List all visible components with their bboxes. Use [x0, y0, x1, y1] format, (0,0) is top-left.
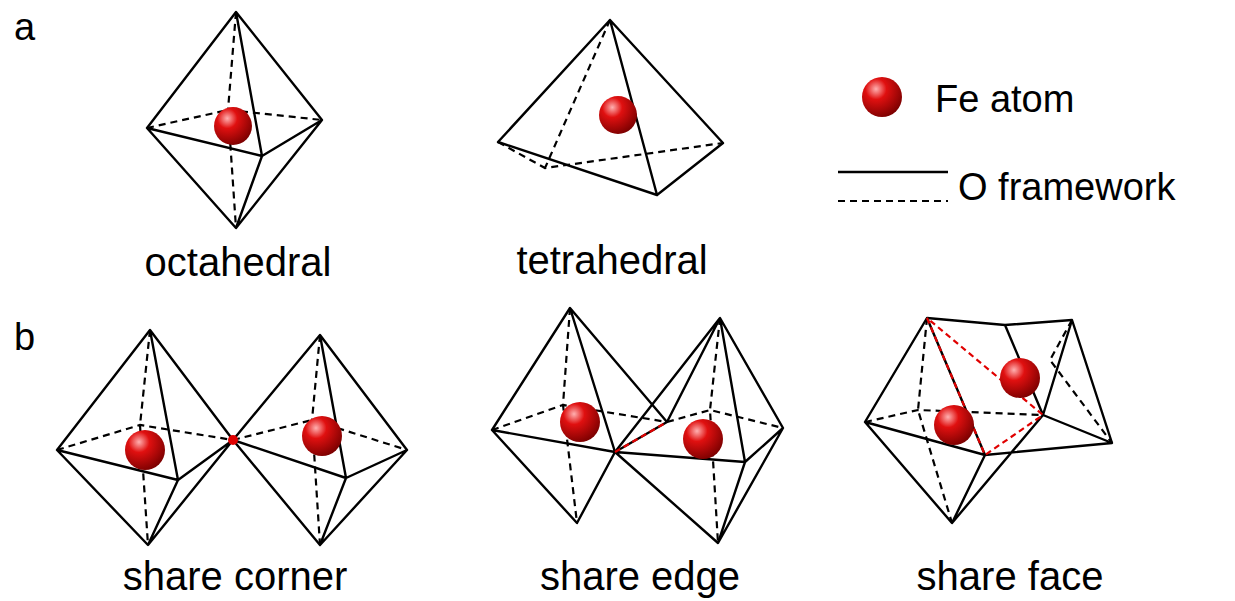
edge-sharing [492, 308, 783, 543]
octahedron [147, 12, 322, 228]
fe-atom [214, 107, 252, 145]
legend-swatch [862, 77, 902, 117]
legend-swatch [838, 200, 948, 202]
shape-caption: share corner [123, 556, 348, 596]
shape-caption: tetrahedral [516, 240, 707, 280]
face-sharing [865, 318, 1112, 523]
legend-label: O framework [958, 168, 1175, 206]
shape-caption: share face [917, 556, 1104, 596]
legend-swatch [838, 171, 948, 173]
shared-corner [228, 435, 238, 445]
legend-label: Fe atom [935, 80, 1074, 118]
corner-sharing [57, 330, 407, 545]
shape-caption: octahedral [145, 242, 332, 282]
panel-letter: a [14, 8, 35, 46]
fe-atom [599, 96, 637, 134]
panel-letter: b [14, 318, 35, 356]
shape-caption: share edge [540, 556, 740, 596]
tetrahedron [498, 20, 723, 195]
